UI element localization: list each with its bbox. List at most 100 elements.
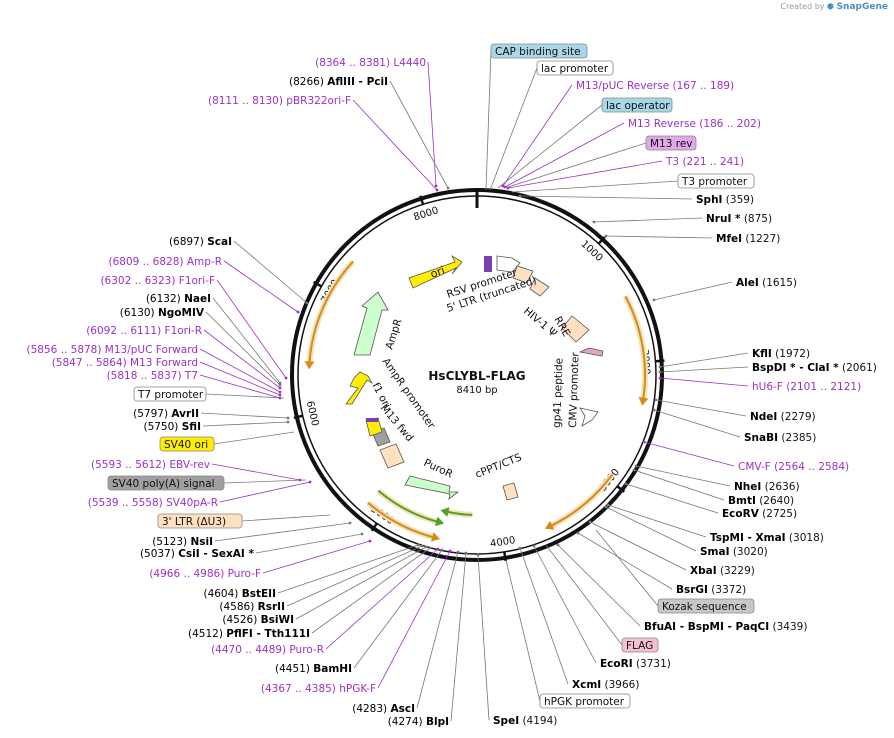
leader-BfuAI xyxy=(557,544,641,627)
site-label-CMVF: CMV-F (2564 .. 2584) xyxy=(738,461,849,473)
cppt-box-icon xyxy=(502,482,519,501)
site-label-ScaI: (6897) ScaI xyxy=(169,236,232,248)
site-name-EBVrev: EBV-rev xyxy=(169,459,210,471)
site-name-ScaI: ScaI xyxy=(207,236,232,248)
leader-F1oriR xyxy=(203,329,281,389)
arc-orange-lowright xyxy=(549,473,614,527)
box-leader-lacp xyxy=(489,67,538,191)
site-pos-MfeI: (1227) xyxy=(742,233,780,245)
site-pos-NheI: (2636) xyxy=(761,481,799,493)
box-leader-t7p xyxy=(205,393,285,399)
anchor-SmaI xyxy=(604,505,608,509)
site-name-SnaBI: SnaBI xyxy=(744,432,778,444)
plasmid-name: HsCLYBL-FLAG xyxy=(428,369,525,383)
site-label-PflFI: (4512) PflFI - Tth111I xyxy=(188,628,310,640)
site-label-NgoMIV: (6130) NgoMIV xyxy=(120,307,205,319)
site-label-BsiWI: (4526) BsiWI xyxy=(222,614,294,626)
anchor-BsrGI xyxy=(576,531,580,535)
site-label-M13pUCR: M13/pUC Reverse (167 .. 189) xyxy=(576,80,734,92)
site-label-M13F: (5847 .. 5864) M13 Forward xyxy=(52,357,198,369)
site-label-SnaBI: SnaBI (2385) xyxy=(744,432,816,444)
site-name-CsiI: CsiI - SexAI * xyxy=(178,548,254,560)
snapgene-credit: Created by ⬢ SnapGene xyxy=(780,2,888,12)
tick-mark-7000 xyxy=(312,280,323,288)
site-label-MfeI: MfeI (1227) xyxy=(716,233,780,245)
site-label-M13Rev: M13 Reverse (186 .. 202) xyxy=(628,118,761,130)
site-pos-NdeI: (2279) xyxy=(777,411,815,423)
site-pos-EcoRI: (3731) xyxy=(633,658,671,670)
credit-brand: SnapGene xyxy=(836,2,888,12)
leader-SfiI xyxy=(202,421,289,427)
site-pos-BlpI: (4274) xyxy=(388,716,426,728)
site-label-BsrGI: BsrGI (3372) xyxy=(676,584,746,596)
leader-EBVrev xyxy=(211,463,301,481)
anchor-NdeI xyxy=(654,398,658,402)
site-label-XcmI: XcmI (3966) xyxy=(572,679,639,691)
site-label-PciI: (8266) AflIII - PciI xyxy=(289,76,388,88)
site-name-BsiWI: BsiWI xyxy=(261,614,294,626)
tick-mark-1000 xyxy=(597,236,606,245)
box-leader-sv40ori xyxy=(213,431,295,445)
site-pos-T7: (5818 .. 5837) xyxy=(107,370,185,382)
label-f1ori: f1 ori xyxy=(369,381,392,411)
feature-box-cap xyxy=(490,43,588,59)
leader-T3 xyxy=(507,160,663,189)
leader-PflFI xyxy=(311,547,431,634)
anchor-BsiWI xyxy=(424,545,428,549)
m13fwd-box-icon xyxy=(379,443,405,469)
box-leader-flag xyxy=(545,544,623,646)
tick-mark-3000 xyxy=(616,485,626,493)
leader-AvrII xyxy=(200,412,289,419)
site-label-BfuAI: BfuAI - BspMI - PaqCI (3439) xyxy=(644,621,807,633)
leader-M13pUCR xyxy=(502,84,573,187)
site-pos-BamHI: (4451) xyxy=(275,663,313,675)
site-pos-PuroR: (4470 .. 4489) xyxy=(211,644,289,656)
anchor-PuroF xyxy=(368,539,372,543)
anchor-MfeI xyxy=(604,234,608,238)
site-name-AleI: AleI xyxy=(736,277,759,289)
site-name-BmtI: BmtI xyxy=(728,495,756,507)
leader-NsiI xyxy=(214,522,351,542)
leader-L4440 xyxy=(427,61,437,187)
leader-NruI xyxy=(593,217,703,223)
label-gp41: gp41 peptide xyxy=(551,358,565,428)
site-label-EcoRV: EcoRV (2725) xyxy=(722,508,797,520)
leader-AscI xyxy=(416,551,459,709)
leader-NheI xyxy=(635,465,731,487)
leader-M13pUCF xyxy=(199,348,281,393)
leader-BlpI xyxy=(450,552,467,722)
anchor-TspMI xyxy=(606,503,610,507)
site-pos-BsrGI: (3372) xyxy=(708,584,746,596)
site-name-NaeI: NaeI xyxy=(184,293,211,305)
site-pos-PciI: (8266) xyxy=(289,76,327,88)
anchor-F1oriR xyxy=(278,386,282,390)
site-label-T3: T3 (221 .. 241) xyxy=(665,156,744,168)
site-label-BstEII: (4604) BstEII xyxy=(203,588,276,600)
site-pos-ScaI: (6897) xyxy=(169,236,207,248)
site-pos-CMVF: (2564 .. 2584) xyxy=(771,461,849,473)
box-leader-ltr3 xyxy=(241,514,331,522)
leader-KflI xyxy=(659,352,749,368)
feature-box-sv40ori xyxy=(159,436,215,452)
leader-CMVF xyxy=(643,441,735,467)
site-label-L4440: (8364 .. 8381) L4440 xyxy=(315,57,426,69)
leader-SnaBI xyxy=(653,409,741,438)
site-name-MfeI: MfeI xyxy=(716,233,742,245)
anchor-BstEII xyxy=(416,543,420,547)
anchor-SV40pAR xyxy=(308,480,312,484)
site-pos-T3: (221 .. 241) xyxy=(679,156,744,168)
anchor-PciI xyxy=(446,186,450,190)
anchor-CsiI xyxy=(360,532,364,536)
box-leader-sv40pa xyxy=(223,479,307,484)
site-label-NdeI: NdeI (2279) xyxy=(750,411,816,423)
leader-F1oriF xyxy=(216,279,287,379)
site-name-SfiI: SfiI xyxy=(182,421,201,433)
feature-box-t7p xyxy=(133,386,207,402)
box-leader-kozak xyxy=(595,529,659,607)
site-label-BamHI: (4451) BamHI xyxy=(275,663,352,675)
leader-BmtI xyxy=(633,469,725,501)
site-label-NheI: NheI (2636) xyxy=(734,481,800,493)
site-pos-XcmI: (3966) xyxy=(601,679,639,691)
site-name-SmaI: SmaI xyxy=(700,546,730,558)
